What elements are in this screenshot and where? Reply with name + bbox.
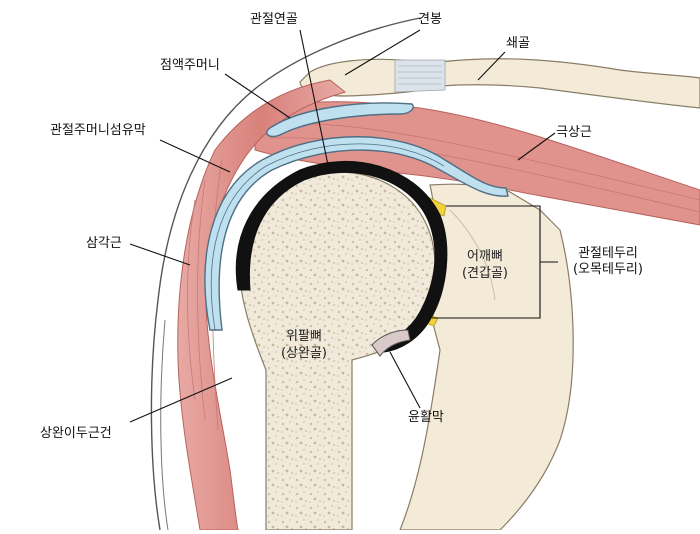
label-scapula-line2: (견갑골) xyxy=(461,266,509,281)
clavicle-shape xyxy=(439,58,700,109)
label-humerus-line1: 위팔뼈 xyxy=(286,329,322,344)
ac-ligament xyxy=(394,59,446,93)
label-supraspinatus: 극상근 xyxy=(556,125,592,140)
label-humerus: 위팔뼈 (상완골) xyxy=(274,328,334,362)
label-articular-cartilage: 관절연골 xyxy=(250,12,298,27)
leader-lines xyxy=(129,29,558,423)
joint-capsule xyxy=(204,136,509,331)
label-scapula: 어깨뼈 (견갑골) xyxy=(455,248,515,282)
skin-outline-inner xyxy=(160,319,169,531)
humerus-shape xyxy=(238,171,436,531)
label-acromion: 견봉 xyxy=(418,12,442,27)
label-glenoid-labrum-line1: 관절테두리 xyxy=(578,246,638,261)
label-glenoid-labrum: 관절테두리 (오목테두리) xyxy=(568,246,648,278)
label-bursa: 점액주머니 xyxy=(160,58,220,73)
label-humerus-line2: (상완골) xyxy=(280,346,328,361)
label-synovial-membrane: 윤활막 xyxy=(408,410,444,425)
label-glenoid-labrum-line2: (오목테두리) xyxy=(573,262,643,277)
bursa-shape xyxy=(266,102,414,138)
label-biceps-tendon: 상완이두근건 xyxy=(40,426,112,441)
skin-outline xyxy=(150,17,421,531)
synovial-membrane xyxy=(371,329,411,357)
label-synovial-fibrous-membrane: 관절주머니섬유막 xyxy=(50,123,146,138)
label-clavicle: 쇄골 xyxy=(506,36,530,51)
label-scapula-line1: 어깨뼈 xyxy=(467,249,503,264)
label-deltoid: 삼각근 xyxy=(86,236,122,251)
